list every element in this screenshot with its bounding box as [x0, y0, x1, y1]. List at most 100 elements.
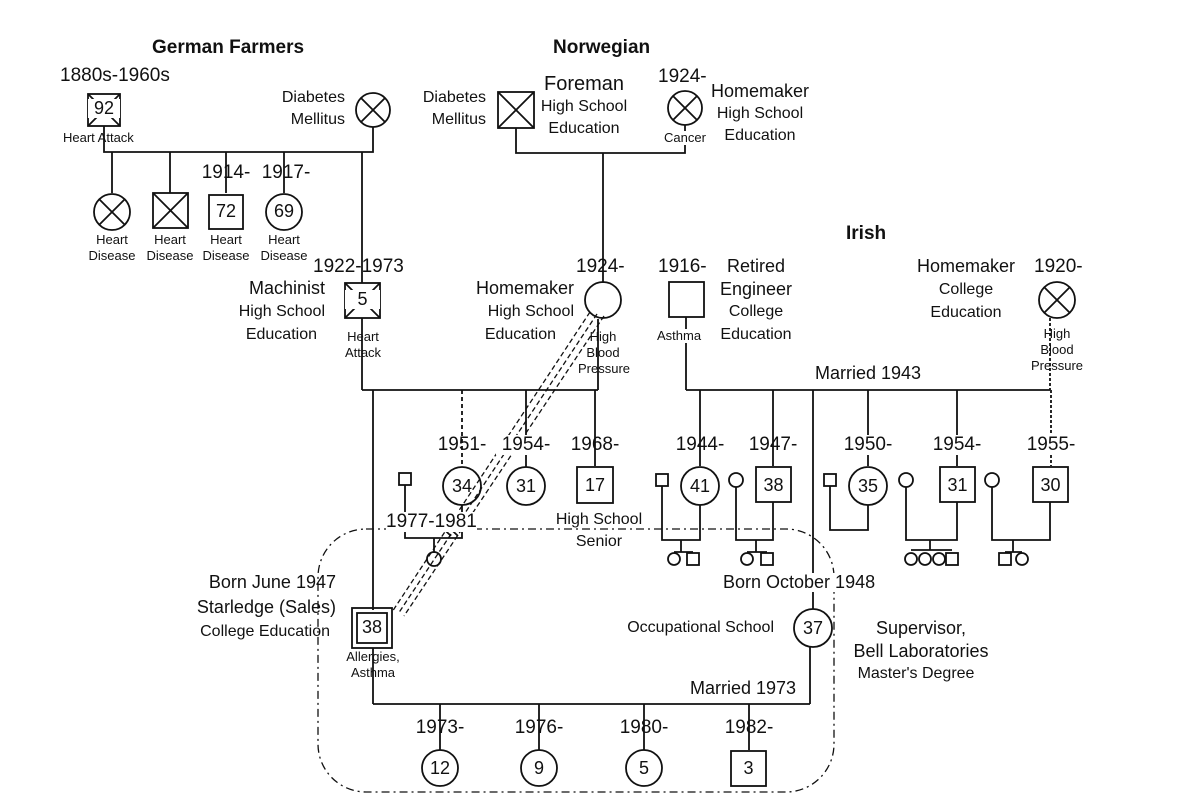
- sibling-34-age: 34: [451, 476, 473, 496]
- machinist-occupation: Machinist: [248, 278, 325, 298]
- irish-sibling-38-age: 38: [763, 475, 784, 495]
- sibling-17-symbol: [576, 466, 614, 504]
- child-5-symbol: [625, 749, 663, 787]
- irish-sibling-41-years: 1944-: [675, 434, 725, 455]
- sibling-34-divorce-years: 1977-1981: [386, 511, 477, 532]
- norwegian-grandmother-occupation: Homemaker: [710, 81, 810, 101]
- irish-sibling-31-years: 1954-: [927, 435, 987, 455]
- german-grandmother-condition-1: Diabetes: [281, 89, 345, 106]
- sibling-34-child-symbol: [426, 551, 442, 567]
- spouse-of-41-symbol: [655, 473, 669, 487]
- child-9-years: 1976-: [514, 717, 564, 738]
- german-grandfather-years: 1880s-1960s: [60, 65, 170, 86]
- german-child-3-age: 72: [215, 201, 237, 221]
- german-child-4-label-2: Disease: [260, 248, 308, 263]
- irish-sibling-30-years: 1955-: [1021, 435, 1081, 455]
- german-child-1-label-2: Disease: [88, 248, 136, 263]
- german-child-2-label-2: Disease: [146, 248, 194, 263]
- sibling-17-label-2: Senior: [575, 533, 623, 550]
- german-child-4-label-1: Heart: [268, 232, 300, 247]
- irish-sibling-30-age: 30: [1040, 475, 1061, 495]
- norwegian-grandfather-condition-2: Mellitus: [431, 111, 486, 128]
- husband-condition-2: Asthma: [350, 665, 396, 680]
- sibling-31-years: 1954-: [496, 435, 556, 455]
- german-child-3-label-1: Heart: [210, 232, 242, 247]
- homemaker-mother-education-1: High School: [487, 303, 574, 320]
- wife-born: Born October 1948: [723, 572, 876, 592]
- irish-mother-education-2: Education: [930, 304, 1002, 321]
- machinist-cause-2: Attack: [344, 345, 382, 360]
- machinist-years: 1922-1973: [313, 256, 404, 277]
- wife-degree: Master's Degree: [857, 665, 975, 682]
- child-12-age: 12: [429, 758, 451, 778]
- heading-irish: Irish: [846, 223, 887, 244]
- sibling-17-label-1: High School: [555, 511, 643, 528]
- engineer-education-2: Education: [720, 326, 792, 343]
- spouse-of-35-symbol: [823, 473, 837, 487]
- german-child-1-symbol: [93, 193, 131, 231]
- engineer-years: 1916-: [658, 256, 707, 277]
- german-grandfather-cause: Heart Attack: [63, 130, 134, 145]
- child-5-years: 1980-: [619, 717, 669, 738]
- sibling-17-age: 17: [584, 475, 606, 495]
- norwegian-grandmother-education-1: High School: [716, 105, 804, 122]
- husband-occupation: Starledge (Sales): [196, 597, 336, 617]
- homemaker-mother-symbol: [584, 281, 622, 319]
- husband-symbol: [351, 607, 393, 649]
- child-3-age: 3: [743, 758, 754, 778]
- irish-sibling-35-age: 35: [857, 476, 879, 496]
- german-child-3-years: 1914-: [201, 162, 251, 183]
- irish-sibling-35-years: 1950-: [838, 435, 898, 455]
- engineer-education-1: College: [728, 303, 784, 320]
- retired-engineer-symbol: [668, 281, 705, 318]
- engineer-condition: Asthma: [657, 328, 702, 343]
- wife-symbol: [793, 608, 833, 648]
- child-9-symbol: [520, 749, 558, 787]
- child-5-age: 5: [638, 758, 649, 778]
- norwegian-grandfather-education-1: High School: [540, 98, 628, 115]
- irish-mother-condition-1: High: [1043, 326, 1071, 341]
- heading-norwegian: Norwegian: [553, 37, 651, 58]
- irish-sibling-38-years: 1947-: [748, 434, 798, 455]
- child-3-symbol: [730, 750, 767, 787]
- machinist-cause-1: Heart: [347, 329, 379, 344]
- german-child-4-years: 1917-: [261, 162, 311, 183]
- german-child-3-label-2: Disease: [202, 248, 250, 263]
- homemaker-mother-years: 1924-: [576, 256, 625, 277]
- irish-mother-years: 1920-: [1034, 256, 1083, 277]
- norwegian-grandfather-education-2: Education: [548, 120, 620, 137]
- german-child-2-symbol: [152, 192, 189, 229]
- spouse-of-38-symbol: [728, 472, 744, 488]
- german-grandfather-age: 92: [88, 99, 120, 118]
- irish-mother-occupation: Homemaker: [916, 256, 1016, 276]
- homemaker-mother-condition-1: High: [589, 329, 617, 344]
- norwegian-grandmother-education-2: Education: [724, 127, 796, 144]
- child-12-symbol: [421, 749, 459, 787]
- engineer-occupation-2: Engineer: [719, 279, 793, 299]
- husband-born: Born June 1947: [208, 572, 336, 592]
- irish-sibling-41-age: 41: [689, 476, 711, 496]
- german-marriage-line: [103, 126, 374, 153]
- homemaker-mother-condition-2: Blood: [586, 345, 620, 360]
- heading-german-farmers: German Farmers: [152, 37, 305, 58]
- spouse-of-31-symbol: [898, 472, 914, 488]
- sibling-34-years: 1951-: [437, 434, 487, 455]
- irish-sibling-31-age: 31: [947, 475, 968, 495]
- wife-occupation-1: Supervisor,: [875, 618, 967, 638]
- norwegian-grandmother-years: 1924-: [658, 66, 707, 87]
- engineer-occupation-1: Retired: [726, 256, 786, 276]
- sibling-31-age: 31: [515, 476, 537, 496]
- husband-education: College Education: [200, 623, 330, 640]
- irish-mother-condition-2: Blood: [1040, 342, 1074, 357]
- sibling-17-years: 1968-: [570, 434, 620, 455]
- irish-mother-condition-3: Pressure: [1030, 358, 1084, 373]
- homemaker-mother-occupation: Homemaker: [475, 278, 574, 298]
- german-child-4-symbol: [265, 193, 303, 231]
- homemaker-mother-condition-3: Pressure: [577, 361, 631, 376]
- irish-mother-symbol: [1038, 281, 1076, 319]
- wife-education: Occupational School: [627, 619, 774, 636]
- child-9-age: 9: [533, 758, 544, 778]
- machinist-education-1: High School: [238, 303, 325, 320]
- wife-occupation-2: Bell Laboratories: [853, 641, 989, 661]
